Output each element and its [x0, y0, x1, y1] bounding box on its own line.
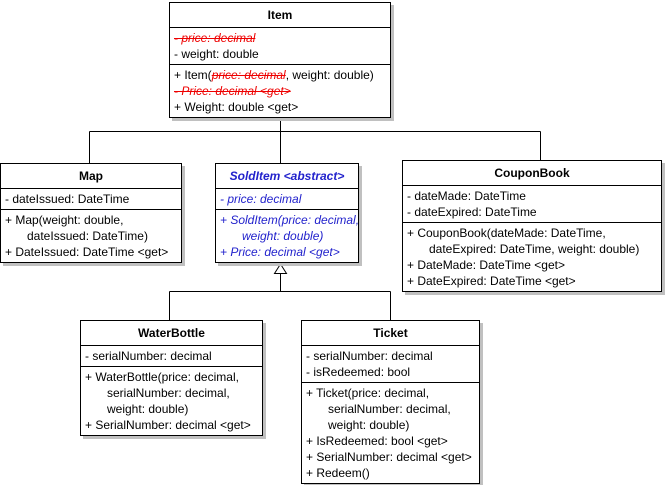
operation-continuation: serialNumber: decimal, [107, 386, 230, 400]
attribute-row: - dateMade: DateTime [407, 189, 526, 203]
operations-compartment-couponbook: + CouponBook(dateMade: DateTime, dateExpi… [403, 222, 661, 291]
operation-part-removed: price: decimal [211, 68, 286, 82]
operation-row: + DateIssued: DateTime <get> [5, 245, 169, 259]
operations-compartment-ticket: + Ticket(price: decimal, serialNumber: de… [302, 382, 479, 483]
operation-row: + WaterBottle(price: decimal, serialNumbe… [81, 369, 262, 417]
attribute-row: - serialNumber: decimal [85, 349, 212, 363]
class-name-map: Map [79, 169, 103, 183]
class-name-couponbook: CouponBook [494, 166, 570, 180]
attribute-row: - serialNumber: decimal [306, 349, 433, 363]
operation-continuation-2: weight: double) [107, 402, 189, 416]
operations-compartment-map: + Map(weight: double, dateIssued: DateTim… [1, 209, 181, 262]
operation-row: + SoldItem(price: decimal, weight: double… [216, 212, 360, 244]
operation-continuation-2: weight: double) [328, 418, 410, 432]
operation-row: + SerialNumber: decimal <get> [306, 450, 472, 464]
class-name-ticket: Ticket [373, 326, 408, 340]
operation-continuation: weight: double) [242, 229, 324, 243]
operation-row: + Redeem() [306, 466, 370, 480]
attribute-row: - isRedeemed: bool [306, 365, 411, 379]
operation-part: , weight: double) [285, 68, 374, 82]
class-name-item: Item [267, 8, 293, 22]
class-box-item[interactable]: Item - price: decimal - weight: double +… [169, 2, 391, 118]
operation-row: + DateExpired: DateTime <get> [407, 274, 576, 288]
operation-row: + Price: decimal <get> [220, 245, 340, 259]
operation-part: + Item( [174, 68, 212, 82]
operation-row: - Price: decimal <get> [174, 84, 291, 98]
attribute-row: - dateExpired: DateTime [407, 205, 537, 219]
attribute-row: - price: decimal [174, 31, 256, 45]
operation-row: + Map(weight: double, dateIssued: DateTim… [1, 212, 181, 244]
attribute-row: - weight: double [174, 47, 259, 61]
attributes-compartment-waterbottle: - serialNumber: decimal [81, 345, 262, 366]
attribute-row: - price: decimal [220, 192, 302, 206]
class-name-waterbottle: WaterBottle [138, 326, 205, 340]
class-box-solditem[interactable]: SoldItem <abstract> - price: decimal + S… [215, 163, 359, 263]
attributes-compartment-item: - price: decimal - weight: double [170, 27, 390, 64]
class-box-waterbottle[interactable]: WaterBottle - serialNumber: decimal + Wa… [80, 320, 263, 436]
attributes-compartment-map: - dateIssued: DateTime [1, 188, 181, 209]
operation-row: + CouponBook(dateMade: DateTime, dateExpi… [403, 225, 661, 257]
class-box-couponbook[interactable]: CouponBook - dateMade: DateTime - dateEx… [402, 160, 662, 292]
operation-row: + DateMade: DateTime <get> [407, 258, 565, 272]
operation-row: + SerialNumber: decimal <get> [85, 418, 251, 432]
generalization-to-item [89, 112, 541, 163]
operation-text: + WaterBottle(price: decimal, [85, 370, 239, 384]
operation-text: + Ticket(price: decimal, [306, 386, 430, 400]
class-box-ticket[interactable]: Ticket - serialNumber: decimal - isRedee… [301, 320, 480, 484]
operation-text: + CouponBook(dateMade: DateTime, [407, 226, 606, 240]
attributes-compartment-solditem: - price: decimal [216, 188, 358, 209]
operation-text: + Map(weight: double, [5, 213, 124, 227]
operation-row: + Ticket(price: decimal, serialNumber: de… [302, 385, 479, 433]
operations-compartment-waterbottle: + WaterBottle(price: decimal, serialNumbe… [81, 366, 262, 435]
operation-row: + Item(price: decimal, weight: double) [170, 67, 390, 83]
operation-text: + SoldItem(price: decimal, [220, 213, 360, 227]
class-box-map[interactable]: Map - dateIssued: DateTime + Map(weight:… [0, 163, 182, 263]
class-name-solditem: SoldItem <abstract> [229, 169, 345, 183]
attribute-row: - dateIssued: DateTime [5, 192, 130, 206]
operation-row: + IsRedeemed: bool <get> [306, 434, 448, 448]
operation-row: + Weight: double <get> [174, 100, 299, 114]
operations-compartment-solditem: + SoldItem(price: decimal, weight: double… [216, 209, 360, 262]
generalization-to-solditem [169, 273, 391, 320]
operation-continuation: dateExpired: DateTime, weight: double) [429, 242, 640, 256]
attributes-compartment-ticket: - serialNumber: decimal - isRedeemed: bo… [302, 345, 479, 382]
operation-continuation: serialNumber: decimal, [328, 402, 451, 416]
operations-compartment-item: + Item(price: decimal, weight: double) -… [170, 64, 390, 117]
solditem-inheritance-arrowhead [273, 263, 288, 274]
attributes-compartment-couponbook: - dateMade: DateTime - dateExpired: Date… [403, 185, 661, 222]
operation-continuation: dateIssued: DateTime) [27, 229, 148, 243]
